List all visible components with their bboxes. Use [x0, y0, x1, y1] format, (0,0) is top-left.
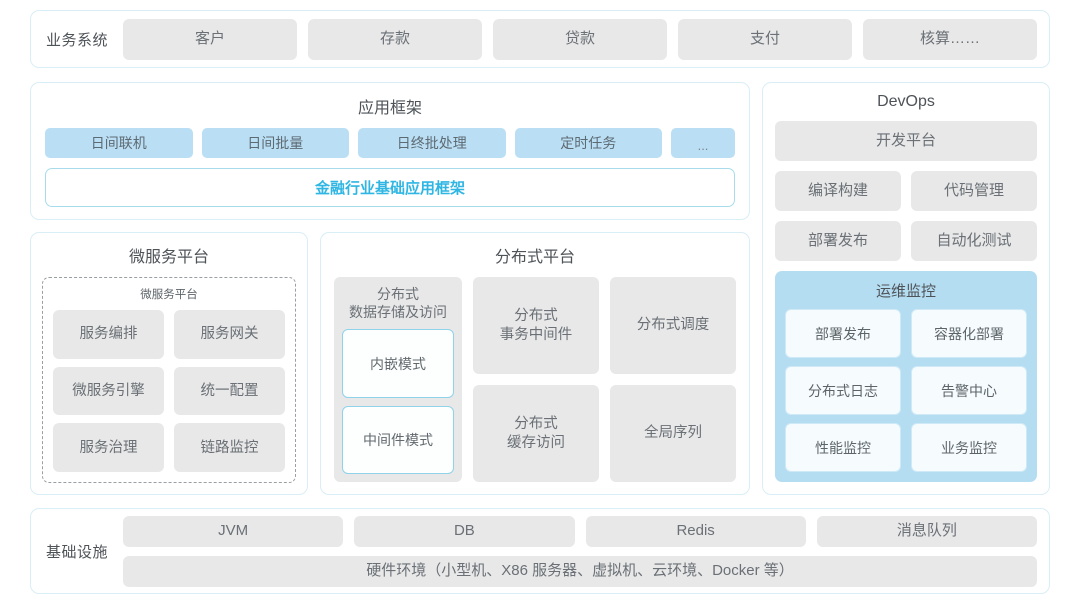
infrastructure-chip[interactable]: 消息队列	[816, 515, 1037, 547]
distributed-storage-caption: 分布式 数据存储及访问	[349, 286, 447, 321]
app-framework-chip[interactable]: 日间批量	[201, 128, 349, 158]
distributed-platform-panel: 分布式平台 分布式 数据存储及访问 内嵌模式 中间件模式 分布式 事务中间件 分…	[320, 232, 750, 495]
infrastructure-chip[interactable]: Redis	[585, 515, 806, 547]
distributed-platform-grid: 分布式 事务中间件 分布式调度 分布式 缓存访问 全局序列	[473, 277, 736, 482]
devops-chip[interactable]: 部署发布	[775, 221, 901, 261]
microservice-platform-title: 微服务平台	[128, 249, 209, 266]
infrastructure-label: 基础设施	[45, 543, 108, 561]
app-framework-chip[interactable]: 定时任务	[514, 128, 662, 158]
app-framework-chip[interactable]: 日间联机	[45, 128, 193, 158]
ops-monitor-panel: 运维监控 部署发布 容器化部署 分布式日志 告警中心 性能监控 业务监控	[775, 271, 1037, 482]
app-framework-more-chip[interactable]: ...	[671, 128, 735, 158]
devops-title: DevOps	[877, 93, 935, 110]
devops-column: DevOps 开发平台 编译构建 代码管理 部署发布 自动化测试 运维监控 部署…	[762, 82, 1050, 495]
ops-monitor-chip[interactable]: 业务监控	[911, 423, 1027, 472]
application-framework-chip-row: 日间联机 日间批量 日终批处理 定时任务 ...	[45, 128, 735, 158]
business-system-chip[interactable]: 支付	[678, 18, 852, 60]
infrastructure-chip[interactable]: JVM	[123, 515, 344, 547]
microservice-chip[interactable]: 链路监控	[174, 423, 285, 472]
hardware-environment-chip[interactable]: 硬件环境（小型机、X86 服务器、虚拟机、云环境、Docker 等）	[123, 555, 1037, 587]
distributed-platform-body: 分布式 数据存储及访问 内嵌模式 中间件模式 分布式 事务中间件 分布式调度 分…	[334, 277, 736, 482]
business-systems-label: 业务系统	[45, 31, 108, 49]
microservice-platform-dashed-group: 微服务平台 服务编排 服务网关 微服务引擎 统一配置 服务治理 链路监控	[42, 277, 296, 483]
ops-monitor-chip[interactable]: 分布式日志	[785, 366, 901, 415]
storage-mode-embedded[interactable]: 内嵌模式	[342, 329, 454, 398]
middle-band: 应用框架 日间联机 日间批量 日终批处理 定时任务 ... 金融行业基础应用框架…	[30, 82, 1050, 495]
microservice-chip[interactable]: 微服务引擎	[53, 366, 164, 416]
microservice-chip[interactable]: 服务编排	[53, 310, 164, 359]
business-systems-chip-row: 客户 存款 贷款 支付 核算……	[123, 18, 1037, 60]
distributed-storage-group[interactable]: 分布式 数据存储及访问 内嵌模式 中间件模式	[334, 277, 462, 482]
microservice-platform-inner-title: 微服务平台	[140, 289, 198, 301]
business-system-chip[interactable]: 贷款	[493, 18, 667, 60]
devops-chip[interactable]: 编译构建	[775, 171, 901, 211]
hardware-environment-row: 硬件环境（小型机、X86 服务器、虚拟机、云环境、Docker 等）	[123, 555, 1037, 587]
left-column: 应用框架 日间联机 日间批量 日终批处理 定时任务 ... 金融行业基础应用框架…	[30, 82, 750, 495]
business-system-chip[interactable]: 客户	[123, 18, 297, 60]
application-framework-title: 应用框架	[357, 100, 422, 117]
distributed-platform-title: 分布式平台	[494, 249, 575, 266]
business-system-chip[interactable]: 核算……	[863, 18, 1037, 60]
platforms-row: 微服务平台 微服务平台 服务编排 服务网关 微服务引擎 统一配置 服务治理 链路…	[30, 232, 750, 495]
infrastructure-chip-row: JVM DB Redis 消息队列	[123, 515, 1037, 547]
microservice-platform-panel: 微服务平台 微服务平台 服务编排 服务网关 微服务引擎 统一配置 服务治理 链路…	[30, 232, 308, 495]
devops-panel: DevOps 开发平台 编译构建 代码管理 部署发布 自动化测试 运维监控 部署…	[762, 82, 1050, 495]
financial-base-framework-bar: 金融行业基础应用框架	[45, 168, 735, 207]
ops-monitor-chip[interactable]: 告警中心	[911, 366, 1027, 415]
ops-monitor-chip[interactable]: 性能监控	[785, 423, 901, 472]
ops-monitor-chip[interactable]: 容器化部署	[911, 309, 1027, 358]
distributed-chip[interactable]: 分布式 缓存访问	[473, 385, 599, 482]
devops-grid: 编译构建 代码管理 部署发布 自动化测试	[775, 171, 1037, 261]
business-systems-panel: 业务系统 客户 存款 贷款 支付 核算……	[30, 10, 1050, 68]
ops-monitor-title: 运维监控	[875, 283, 936, 300]
microservice-chip[interactable]: 服务网关	[174, 310, 285, 359]
devops-chip[interactable]: 代码管理	[911, 171, 1037, 211]
distributed-chip[interactable]: 全局序列	[610, 385, 736, 482]
infrastructure-stack: JVM DB Redis 消息队列 硬件环境（小型机、X86 服务器、虚拟机、云…	[123, 515, 1037, 587]
microservice-platform-grid: 服务编排 服务网关 微服务引擎 统一配置 服务治理 链路监控	[53, 310, 285, 472]
application-framework-panel: 应用框架 日间联机 日间批量 日终批处理 定时任务 ... 金融行业基础应用框架	[30, 82, 750, 220]
distributed-chip[interactable]: 分布式调度	[610, 277, 736, 374]
microservice-chip[interactable]: 统一配置	[174, 366, 285, 416]
microservice-chip[interactable]: 服务治理	[53, 423, 164, 472]
devops-chip[interactable]: 自动化测试	[911, 221, 1037, 261]
ops-monitor-grid: 部署发布 容器化部署 分布式日志 告警中心 性能监控 业务监控	[785, 309, 1027, 472]
devops-platform-chip[interactable]: 开发平台	[775, 121, 1037, 161]
distributed-chip[interactable]: 分布式 事务中间件	[473, 277, 599, 374]
storage-mode-middleware[interactable]: 中间件模式	[342, 405, 454, 474]
app-framework-chip[interactable]: 日终批处理	[358, 128, 506, 158]
ops-monitor-chip[interactable]: 部署发布	[785, 309, 901, 358]
infrastructure-panel: 基础设施 JVM DB Redis 消息队列 硬件环境（小型机、X86 服务器、…	[30, 508, 1050, 594]
infrastructure-chip[interactable]: DB	[354, 515, 575, 547]
business-system-chip[interactable]: 存款	[308, 18, 482, 60]
